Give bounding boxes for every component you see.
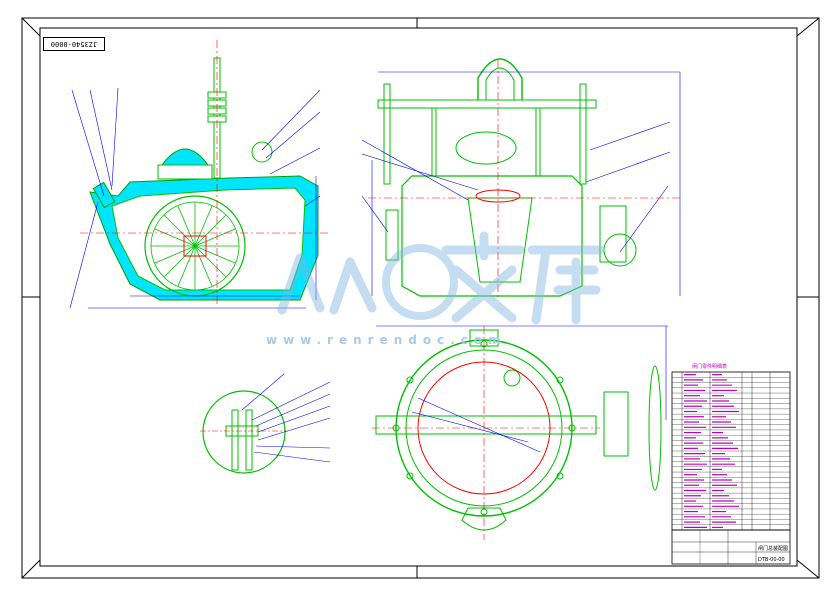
top-view-lug-bottom	[461, 507, 507, 531]
guide-rods	[383, 83, 587, 189]
dome-base	[157, 164, 213, 180]
parts-table-title: 闸门零件明细表	[692, 363, 727, 370]
top-view-actuator	[603, 391, 629, 457]
top-view-cross-bar	[375, 415, 597, 435]
top-view	[372, 325, 668, 540]
title-block: 闸门总装配图 DTB-00-00	[671, 529, 791, 565]
top-view-actuator-wheel	[648, 365, 662, 491]
front-view-casing-inner	[111, 187, 306, 291]
side-body	[401, 175, 583, 297]
side-disc	[467, 197, 533, 283]
side-actuator	[599, 205, 627, 263]
lifting-eye	[477, 58, 523, 100]
top-view-leaders	[376, 325, 668, 453]
title-block-name: 闸门总装配图	[758, 545, 788, 552]
front-dimensions	[88, 176, 317, 309]
front-view	[69, 40, 330, 309]
side-view	[361, 58, 681, 300]
top-view-lug-top	[469, 329, 499, 347]
front-leaders	[69, 87, 321, 309]
watermark-url: www.renrendoc.com	[266, 333, 507, 347]
top-beam	[377, 99, 597, 109]
drawing-code-box: JZ3540-0000	[43, 37, 105, 51]
table-entries	[684, 374, 739, 528]
detail-leaders	[241, 373, 331, 463]
table-rows	[672, 377, 790, 525]
gear-box	[251, 141, 273, 163]
side-bonnet	[455, 131, 517, 165]
top-view-gland	[503, 369, 521, 387]
side-dimensions	[371, 71, 681, 296]
side-actuator-wheel	[603, 233, 637, 267]
corner-marks	[21, 17, 820, 579]
handwheel-spokes	[151, 202, 239, 290]
outer-border	[21, 17, 820, 579]
table-columns	[681, 372, 771, 530]
hub	[183, 235, 207, 257]
side-flange-left	[385, 209, 399, 261]
side-leaders	[361, 121, 671, 253]
detail-view	[200, 373, 331, 474]
parts-table	[671, 371, 791, 531]
lifting-eye-inner	[485, 67, 515, 100]
detail-circle	[202, 390, 286, 474]
title-block-number: DTB-00-00	[758, 557, 785, 563]
watermark-logo	[277, 231, 605, 325]
detail-parts	[225, 409, 259, 471]
